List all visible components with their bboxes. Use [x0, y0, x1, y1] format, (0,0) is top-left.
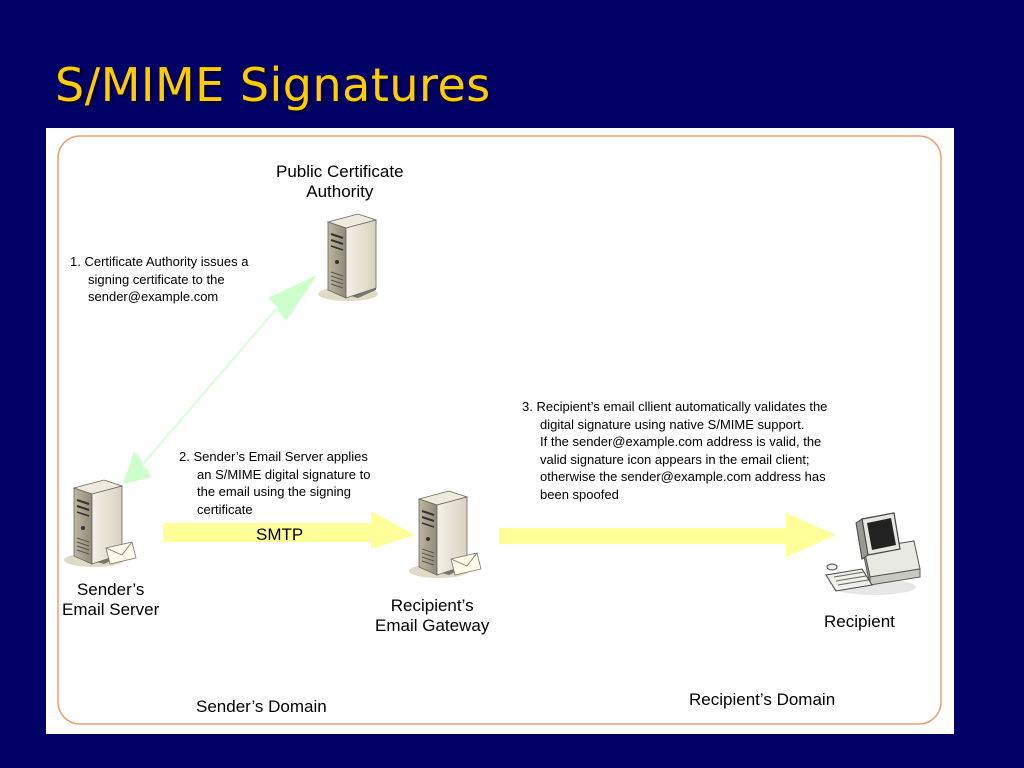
- ca-label-line2: Authority: [306, 182, 374, 202]
- slide-title: S/MIME Signatures: [55, 58, 491, 112]
- step2-line4: certificate: [197, 501, 253, 517]
- delivery-arrow: [499, 513, 836, 557]
- step3-line1: 3. Recipient’s email cllient automatical…: [522, 399, 828, 414]
- smtp-arrow: [163, 511, 415, 549]
- recipient-gateway-label: Recipient’s Email Gateway: [375, 596, 489, 637]
- step2-line2: an S/MIME digital signature to: [197, 466, 371, 482]
- step3-line4: valid signature icon appears in the emai…: [540, 451, 810, 467]
- recipient-label: Recipient: [824, 612, 895, 631]
- sender-server-label-line1: Sender’s: [76, 580, 145, 599]
- recipient-domain-label: Recipient’s Domain: [689, 690, 836, 709]
- step1-note: 1. Certificate Authority issues a signin…: [70, 253, 248, 306]
- recipient-gateway-label-line1: Recipient’s: [390, 596, 474, 615]
- step3-line2: digital signature using native S/MIME su…: [540, 416, 805, 432]
- step1-line1: 1. Certificate Authority issues a: [70, 254, 249, 269]
- step3-note: 3. Recipient’s email cllient automatical…: [522, 398, 827, 503]
- diagram-canvas: [57, 135, 942, 725]
- ca-label-line1: Public Certificate: [276, 162, 404, 181]
- step2-line3: the email using the signing: [197, 484, 351, 500]
- sender-server-label-line2: Email Server: [62, 600, 160, 620]
- step3-line5: otherwise the sender@example.com address…: [540, 469, 826, 485]
- sender-server-label: Sender’s Email Server: [62, 580, 159, 621]
- desktop-computer-icon: [825, 512, 921, 595]
- smtp-label: SMTP: [256, 525, 304, 544]
- step1-line3: sender@example.com: [88, 289, 219, 305]
- step2-note: 2. Sender’s Email Server applies an S/MI…: [179, 448, 370, 518]
- recipient-gateway-label-line2: Email Gateway: [375, 616, 490, 636]
- sender-domain-label: Sender’s Domain: [196, 697, 327, 716]
- domain-frame: [57, 135, 942, 725]
- certificate-arrow: [123, 275, 317, 484]
- ca-label: Public Certificate Authority: [276, 162, 404, 203]
- step3-line6: been spoofed: [540, 486, 619, 502]
- step2-line1: 2. Sender’s Email Server applies: [179, 449, 368, 464]
- step1-line2: signing certificate to the: [88, 271, 225, 287]
- step3-line3: If the sender@example.com address is val…: [540, 434, 822, 450]
- diagram-panel: Public Certificate Authority Sender’s Em…: [46, 128, 954, 734]
